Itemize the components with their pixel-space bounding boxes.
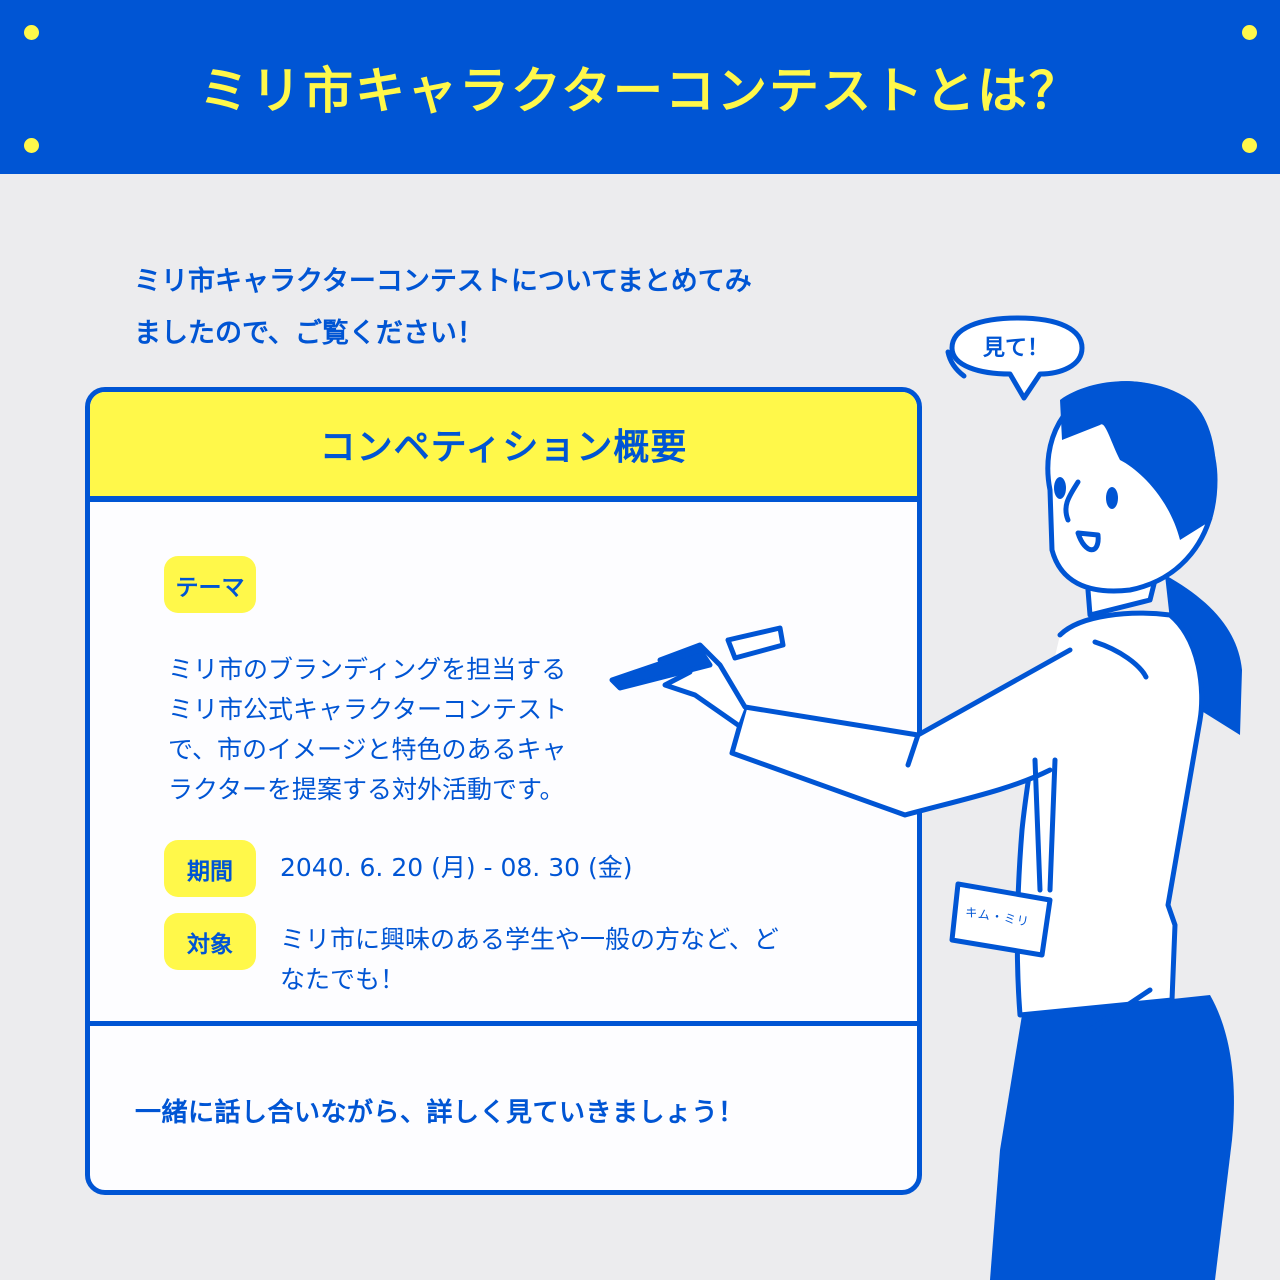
theme-line: ミリ市公式キャラクターコンテスト: [168, 695, 568, 724]
target-description: ミリ市に興味のある学生や一般の方など、ど なたでも！: [280, 920, 779, 1000]
intro-line-2: ましたので、ご覧ください！: [134, 318, 484, 349]
target-line: ミリ市に興味のある学生や一般の方など、ど: [280, 925, 779, 954]
page-title: ミリ市キャラクターコンテストとは？: [199, 62, 1081, 120]
dot-decoration: [24, 25, 39, 40]
dot-decoration: [1242, 138, 1257, 153]
name-badge-text: キム・ミリ: [964, 904, 1031, 929]
period-value: 2040. 6. 20 (月) - 08. 30 (金): [280, 853, 633, 882]
target-tag: 対象: [164, 913, 256, 970]
card-divider: [90, 1021, 917, 1026]
overview-card: コンペティション概要 テーマ ミリ市のブランディングを担当する ミリ市公式キャラ…: [85, 387, 922, 1195]
card-header: コンペティション概要: [90, 392, 917, 502]
theme-line: で、市のイメージと特色のあるキャ: [168, 735, 567, 764]
intro-line-1: ミリ市キャラクターコンテストについてまとめてみ: [134, 266, 752, 297]
closing-text: 一緒に話し合いながら、詳しく見ていきましょう！: [135, 1098, 745, 1128]
theme-tag: テーマ: [164, 556, 256, 613]
intro-text: ミリ市キャラクターコンテストについてまとめてみ ましたので、ご覧ください！: [134, 256, 894, 360]
theme-line: ラクターを提案する対外活動です。: [168, 775, 565, 804]
dot-decoration: [24, 138, 39, 153]
period-tag: 期間: [164, 840, 256, 897]
target-line: なたでも！: [280, 965, 406, 994]
card-title: コンペティション概要: [319, 427, 688, 468]
header-banner: ミリ市キャラクターコンテストとは？: [0, 0, 1280, 174]
theme-line: ミリ市のブランディングを担当する: [168, 655, 567, 684]
dot-decoration: [1242, 25, 1257, 40]
theme-description: ミリ市のブランディングを担当する ミリ市公式キャラクターコンテスト で、市のイメ…: [168, 650, 567, 810]
speech-bubble-text: 見て！: [982, 336, 1049, 361]
